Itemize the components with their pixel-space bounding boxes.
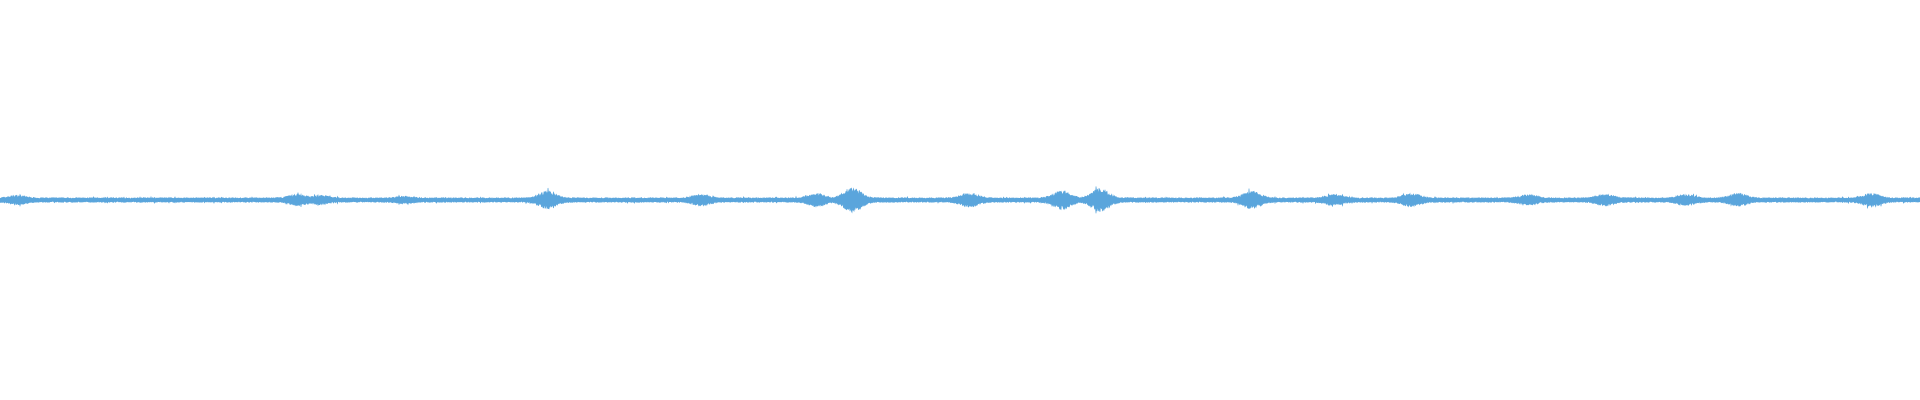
- waveform-path: [0, 186, 1920, 214]
